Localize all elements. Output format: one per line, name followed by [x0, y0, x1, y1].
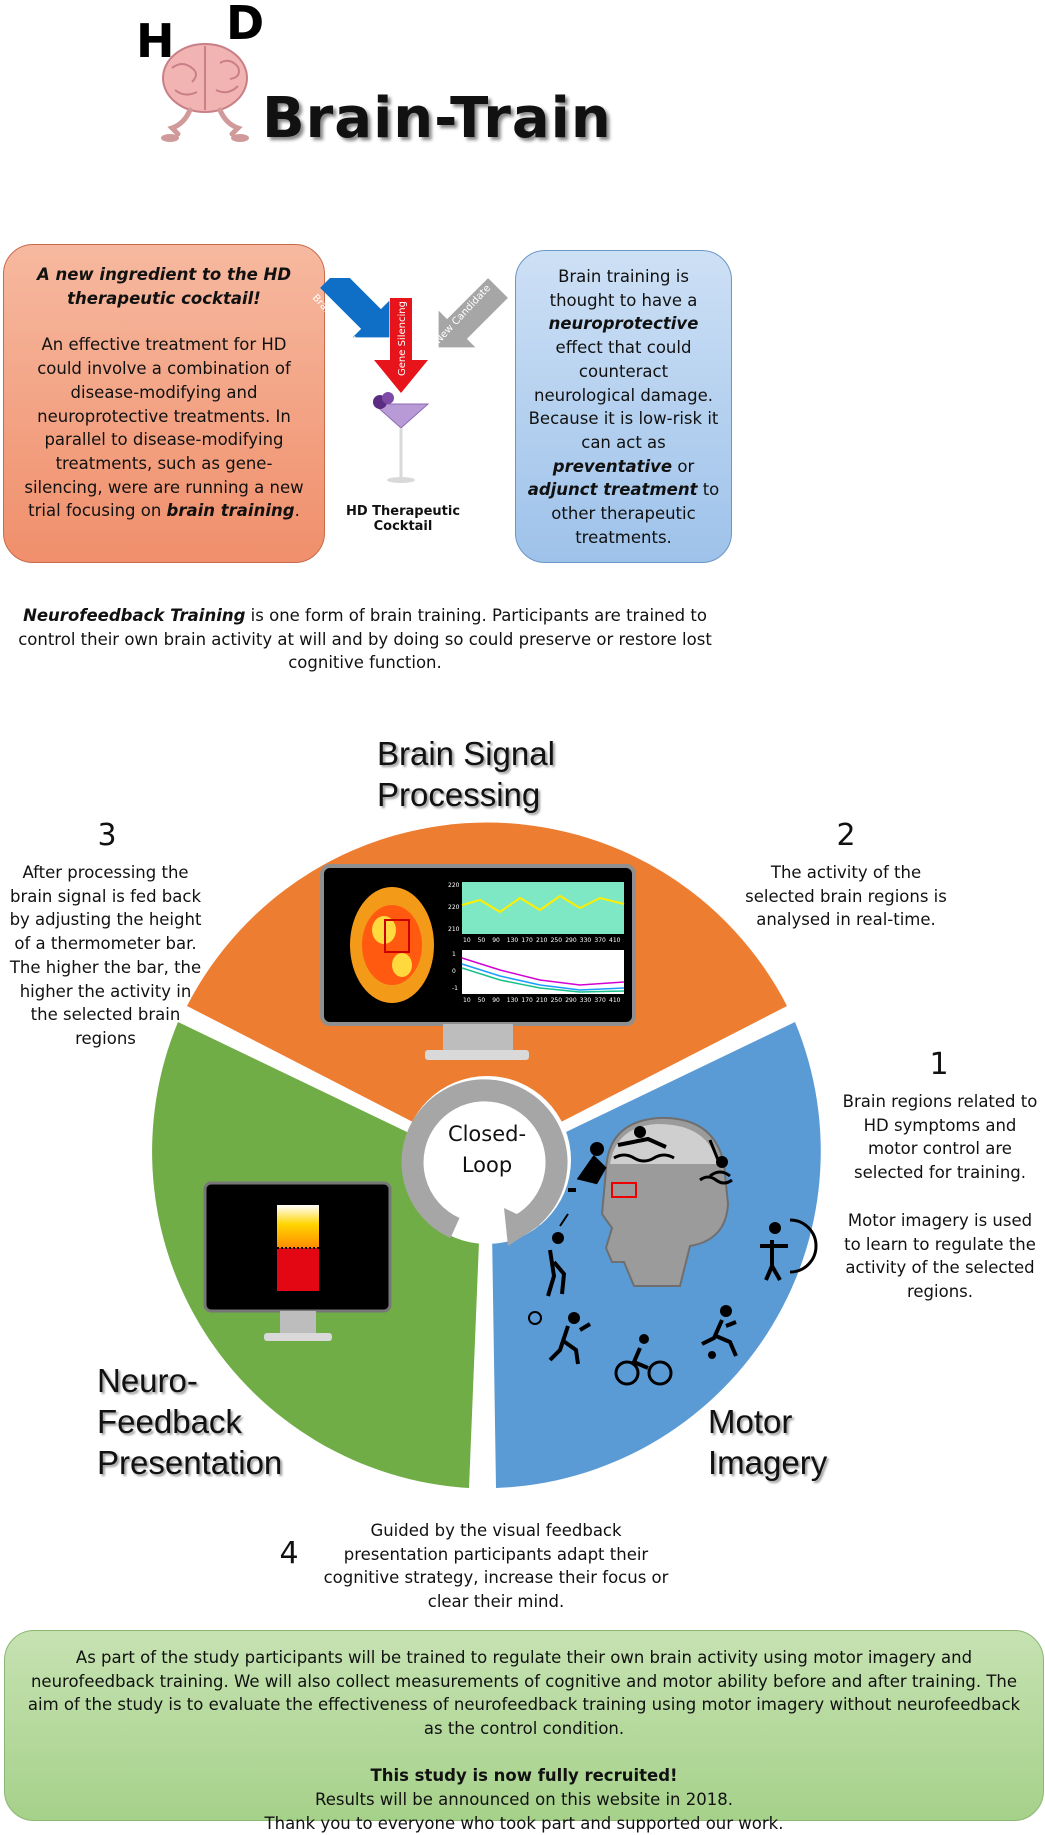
thermometer-bar	[277, 1205, 319, 1248]
plot-bottom-x-tick-8: 330	[580, 997, 592, 1004]
study-results: Results will be announced on this websit…	[314, 1789, 733, 1809]
plot-top-x-tick-10: 410	[609, 937, 621, 944]
study-recruited: This study is now fully recruited!	[370, 1766, 678, 1786]
step-3-text: After processing the brain signal is fed…	[9, 863, 202, 1048]
new-candidate-arrow	[438, 278, 508, 348]
gene-silencing-arrow	[374, 298, 428, 393]
plot-top-x-tick-7: 290	[565, 937, 577, 944]
plot-top-x-tick-8: 330	[580, 937, 592, 944]
cocktail-caption: HD Therapeutic Cocktail	[345, 504, 461, 534]
step-2-number: 2	[836, 818, 856, 853]
plot-bottom-y-tick-0: 1	[452, 951, 456, 958]
cocktail-diagram: Brain Training Gene Silencing New Candid…	[310, 278, 508, 483]
step-4-number: 4	[279, 1536, 299, 1571]
plot-top-x-tick-2: 90	[492, 937, 500, 944]
study-info-box: As part of the study participants will b…	[4, 1630, 1044, 1833]
step-1-number: 1	[929, 1047, 949, 1082]
thermometer-fill	[277, 1248, 319, 1291]
study-description: As part of the study participants will b…	[27, 1648, 1021, 1738]
plot-top-y-tick-0: 220	[448, 882, 460, 889]
step-1-text: Brain regions related to HD symptoms and…	[842, 1092, 1038, 1301]
closed-loop-arrow-icon	[401, 1079, 568, 1239]
step-2-text: The activity of the selected brain regio…	[745, 863, 947, 930]
plot-bottom-x-tick-1: 50	[478, 997, 486, 1004]
plot-bottom-x-tick-0: 10	[463, 997, 471, 1004]
study-thanks: Thank you to everyone who took part and …	[264, 1813, 784, 1833]
plot-bottom-x-tick-4: 170	[521, 997, 533, 1004]
brain-signal-processing-label: Brain Signal Processing	[377, 735, 555, 813]
plot-top-x-tick-6: 250	[551, 937, 563, 944]
motor-imagery-label: Motor Imagery	[708, 1403, 828, 1481]
plot-top-x-tick-9: 370	[594, 937, 606, 944]
plot-top-x-tick-3: 130	[507, 937, 519, 944]
step-3-number: 3	[97, 818, 117, 853]
plot-top-x-tick-4: 170	[521, 937, 533, 944]
cocktail-body: An effective treatment for HD could invo…	[24, 335, 304, 521]
plot-bottom-x-tick-9: 370	[594, 997, 606, 1004]
plot-bottom-x-tick-5: 210	[536, 997, 548, 1004]
gene-silencing-arrow-label: Gene Silencing	[397, 301, 408, 376]
brain-signal-monitor-icon	[320, 864, 636, 1060]
cocktail-heading: A new ingredient to the HD therapeutic c…	[36, 265, 292, 308]
plot-top-x-tick-0: 10	[463, 937, 471, 944]
neurofeedback-monitor-icon	[203, 1181, 392, 1341]
brain-training-arrow	[320, 278, 390, 338]
logo-letter-h: H	[136, 14, 175, 68]
plot-top-x-tick-5: 210	[536, 937, 548, 944]
plot-bottom-y-tick-2: -1	[452, 985, 458, 992]
plot-bottom-y-tick-1: 0	[452, 968, 456, 975]
therapeutic-cocktail-box: A new ingredient to the HD therapeutic c…	[3, 244, 325, 563]
plot-top-x-tick-1: 50	[478, 937, 486, 944]
step-4-text: Guided by the visual feedback presentati…	[323, 1521, 669, 1612]
neurofeedback-intro: Neurofeedback Training is one form of br…	[18, 606, 712, 673]
logo-letter-d: D	[226, 0, 265, 50]
closed-loop-label: Closed-Loop	[447, 1122, 527, 1177]
plot-bottom-x-tick-7: 290	[565, 997, 577, 1004]
logo-title: Brain-Train	[262, 86, 612, 151]
neurofeedback-presentation-label: Neuro-Feedback Presentation	[97, 1362, 283, 1481]
neuroprotective-box: Brain training is thought to have a neur…	[515, 250, 732, 563]
plot-bottom-x-tick-6: 250	[551, 997, 563, 1004]
plot-top-y-tick-2: 210	[448, 926, 460, 933]
plot-bottom-x-tick-2: 90	[492, 997, 500, 1004]
cocktail-glass-icon	[372, 392, 430, 483]
sports-icons	[528, 1126, 818, 1386]
brain-mascot-icon	[161, 43, 249, 142]
plot-bottom-x-tick-3: 130	[507, 997, 519, 1004]
plot-top-y-tick-1: 220	[448, 904, 460, 911]
plot-bottom-x-tick-10: 410	[609, 997, 621, 1004]
